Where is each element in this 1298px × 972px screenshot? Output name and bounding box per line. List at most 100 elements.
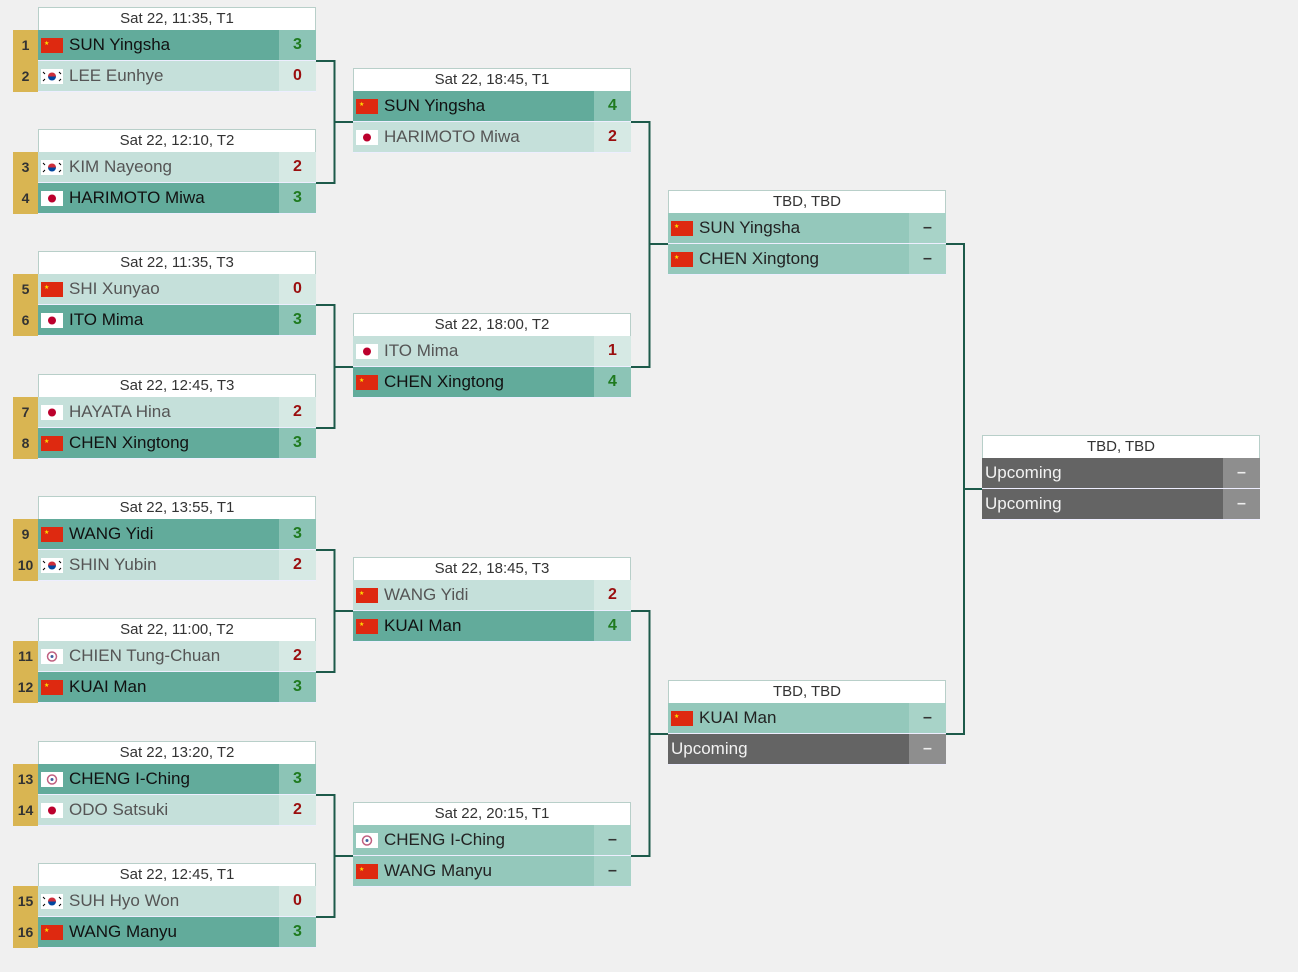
player-name: Upcoming bbox=[985, 463, 1062, 482]
flag-kr-icon bbox=[41, 893, 63, 909]
player-name: CHEN Xingtong bbox=[699, 249, 820, 268]
player-score: 3 bbox=[279, 30, 316, 60]
player-row[interactable]: ★CHEN Xingtong– bbox=[668, 244, 946, 275]
match-header: Sat 22, 20:15, T1 bbox=[353, 802, 631, 825]
flag-jp-icon bbox=[41, 312, 63, 328]
flag-cn-icon: ★ bbox=[356, 374, 378, 390]
connector-line bbox=[316, 60, 353, 184]
player-row[interactable]: CHENG I-Ching– bbox=[353, 825, 631, 856]
player-row[interactable]: ★SUN Yingsha– bbox=[668, 213, 946, 244]
seed-number: 9 bbox=[13, 519, 38, 550]
player-name: SHI Xunyao bbox=[69, 279, 160, 298]
match[interactable]: TBD, TBD★SUN Yingsha–★CHEN Xingtong– bbox=[668, 190, 946, 275]
connector-line bbox=[631, 610, 668, 857]
player-name: CHENG I-Ching bbox=[384, 830, 505, 849]
match[interactable]: TBD, TBD★KUAI Man–Upcoming– bbox=[668, 680, 946, 765]
flag-jp-icon bbox=[41, 404, 63, 420]
match-header: Sat 22, 13:55, T1 bbox=[38, 496, 316, 519]
player-name: WANG Manyu bbox=[69, 922, 178, 941]
player-row[interactable]: Upcoming– bbox=[982, 489, 1260, 520]
player-row[interactable]: ★WANG Manyu– bbox=[353, 856, 631, 887]
player-score: 2 bbox=[279, 397, 316, 427]
svg-text:★: ★ bbox=[44, 40, 49, 47]
svg-text:★: ★ bbox=[44, 284, 49, 291]
player-row[interactable]: Upcoming– bbox=[668, 734, 946, 765]
svg-text:★: ★ bbox=[359, 377, 364, 384]
match-header: Sat 22, 12:45, T1 bbox=[38, 863, 316, 886]
svg-text:★: ★ bbox=[359, 621, 364, 628]
svg-text:★: ★ bbox=[674, 223, 679, 230]
svg-text:★: ★ bbox=[359, 590, 364, 597]
player-score: – bbox=[909, 703, 946, 733]
player-name: HARIMOTO Miwa bbox=[69, 188, 205, 207]
flag-tpe-icon bbox=[41, 771, 63, 787]
player-name: HARIMOTO Miwa bbox=[384, 127, 520, 146]
match-header: Sat 22, 18:00, T2 bbox=[353, 313, 631, 336]
flag-cn-icon: ★ bbox=[41, 924, 63, 940]
player-row[interactable]: Upcoming – bbox=[982, 458, 1260, 489]
seed-number: 12 bbox=[13, 672, 38, 703]
player-name: KUAI Man bbox=[384, 616, 462, 635]
connector-line bbox=[316, 794, 353, 918]
flag-cn-icon: ★ bbox=[671, 710, 693, 726]
player-score: 0 bbox=[279, 61, 316, 91]
player-name: LEE Eunhye bbox=[69, 66, 164, 85]
seed-number: 7 bbox=[13, 397, 38, 428]
seed-number: 3 bbox=[13, 152, 38, 183]
flag-cn-icon: ★ bbox=[356, 98, 378, 114]
player-name: SUN Yingsha bbox=[699, 218, 801, 237]
connector-line bbox=[946, 243, 982, 735]
player-name: ITO Mima bbox=[384, 341, 459, 360]
player-score: – bbox=[1223, 458, 1260, 488]
player-score: 2 bbox=[279, 550, 316, 580]
match-header: Sat 22, 18:45, T3 bbox=[353, 557, 631, 580]
flag-jp-icon bbox=[356, 129, 378, 145]
seed-number: 15 bbox=[13, 886, 38, 917]
player-name: CHENG I-Ching bbox=[69, 769, 190, 788]
player-row[interactable]: ★KUAI Man– bbox=[668, 703, 946, 734]
match-header: TBD, TBD bbox=[668, 680, 946, 703]
player-score: 0 bbox=[279, 886, 316, 916]
flag-cn-icon: ★ bbox=[41, 281, 63, 297]
match-header: Sat 22, 11:35, T1 bbox=[38, 7, 316, 30]
player-score: 2 bbox=[279, 152, 316, 182]
flag-jp-icon bbox=[41, 802, 63, 818]
